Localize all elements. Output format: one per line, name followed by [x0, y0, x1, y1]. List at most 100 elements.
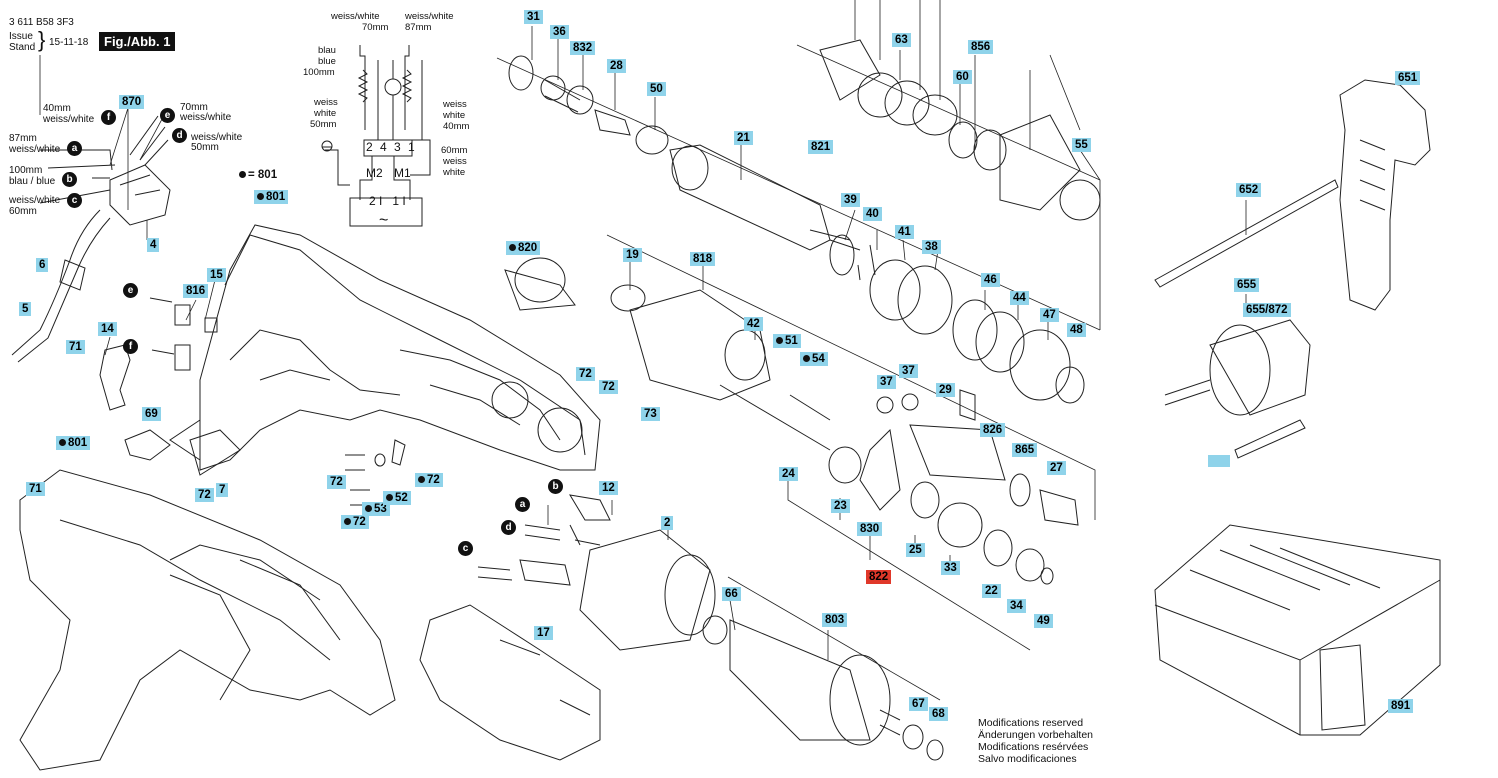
part-number: 3 611 B58 3F3 [9, 17, 74, 28]
part-callout: 820 [518, 242, 538, 254]
brace: } [38, 27, 46, 52]
part-callout: 72 [327, 475, 346, 489]
wiring-label: blau [318, 45, 336, 56]
issue-label: Issue [9, 31, 33, 42]
bullet-e: e [123, 283, 138, 298]
part-callout: 24 [779, 467, 798, 481]
part-callout: 21 [734, 131, 753, 145]
wire-label: 40mm [43, 103, 71, 114]
part-callout: 31 [524, 10, 543, 24]
wiring-label: white [443, 167, 466, 178]
bullet-d: d [172, 128, 187, 143]
notice-line: Modifications reserved [978, 717, 1084, 729]
part-callout-822: 822 [866, 570, 892, 584]
part-callout: 72 [195, 488, 214, 502]
part-callout: 6 [36, 258, 49, 272]
figure-label: Fig./Abb. 1 [99, 32, 176, 51]
wiring-label: white [314, 108, 337, 119]
wiring-diagram [321, 45, 431, 227]
impact-mechanism [508, 39, 1101, 251]
bullet-dot-icon [509, 244, 516, 251]
stand-label: Stand [9, 42, 36, 53]
part-callout-72: 72 [415, 473, 443, 487]
part-callout: 71 [66, 340, 85, 354]
part-callout: 25 [906, 543, 925, 557]
part-callout: 53 [374, 503, 387, 515]
wiring-label: 87mm [405, 22, 432, 33]
brush-holders [477, 494, 611, 586]
part-callout: 801 [266, 191, 286, 203]
part-callout-51: 51 [773, 334, 801, 348]
wiring-label: 40mm [443, 121, 470, 132]
part-callout: 66 [722, 587, 741, 601]
leader-lines [39, 0, 1247, 701]
part-callout: 72 [353, 516, 366, 528]
wiring-label: weiss [314, 97, 338, 108]
wiring-label: weiss [443, 156, 467, 167]
part-callout: 63 [892, 33, 911, 47]
bullet-dot-icon [365, 505, 372, 512]
part-callout: 870 [119, 95, 145, 109]
bullet-dot-icon [776, 337, 783, 344]
part-callout: 68 [929, 707, 948, 721]
part-callout: 67 [909, 697, 928, 711]
part-callout: 34 [1007, 599, 1026, 613]
notice-line: Salvo modificaciones [978, 753, 1077, 765]
wire-label: 70mm [180, 102, 208, 113]
bullet-dot-icon [59, 439, 66, 446]
part-callout: 4 [147, 238, 160, 252]
part-callout: 37 [899, 364, 918, 378]
part-callout: 818 [690, 252, 716, 266]
bullet-f: f [123, 339, 138, 354]
wire-label: weiss/white [43, 114, 95, 125]
part-callout: 71 [26, 482, 45, 496]
ac-symbol: ~ [379, 212, 389, 229]
legend-text: = 801 [248, 169, 278, 181]
issue-date: 15-11-18 [49, 37, 89, 48]
part-callout: 803 [822, 613, 848, 627]
terminal-numbers: 2 4 3 1 [366, 140, 417, 154]
part-callout: 39 [841, 193, 860, 207]
part-callout: 2 [661, 516, 674, 530]
wire-label: weiss/white [9, 144, 61, 155]
part-callout: 5 [19, 302, 32, 316]
part-callout: 72 [427, 474, 440, 486]
part-callout: 7 [216, 483, 229, 497]
bullet-e: e [160, 108, 175, 123]
part-callout: 40 [863, 207, 882, 221]
modifications-notice: Modifications reserved Änderungen vorbeh… [978, 717, 1093, 765]
part-callout: 47 [1040, 308, 1059, 322]
part-callout: 69 [142, 407, 161, 421]
bullet-b: b [62, 172, 77, 187]
wiring-label: blue [318, 56, 336, 67]
part-callout-820: 820 [506, 241, 541, 255]
motor-terminal-m2: M2 [366, 166, 383, 180]
bullet-d: d [501, 520, 516, 535]
part-callout: 891 [1388, 699, 1414, 713]
bullet-dot-icon [803, 355, 810, 362]
part-callout: 37 [877, 375, 896, 389]
wiring-label: 60mm [441, 145, 468, 156]
bullet-dot-icon [386, 494, 393, 501]
bullet-dot-icon [344, 518, 351, 525]
part-callout: 865 [1012, 443, 1038, 457]
wiring-label: white [443, 110, 466, 121]
gear-transmission [514, 234, 1085, 585]
wire-label: 50mm [191, 142, 219, 153]
wiring-label: weiss/white [331, 11, 380, 22]
part-callout-801: 801 [254, 190, 289, 204]
notice-line: Änderungen vorbehalten [978, 729, 1094, 741]
part-callout: 801 [68, 437, 88, 449]
wire-label: weiss/white [180, 112, 232, 123]
part-callout: 54 [812, 353, 825, 365]
part-callout: 12 [599, 481, 618, 495]
part-callout: 27 [1047, 461, 1066, 475]
bullet-f: f [101, 110, 116, 125]
part-callout: 832 [570, 41, 596, 55]
part-callout: 651 [1395, 71, 1421, 85]
bullet-c: c [458, 541, 473, 556]
assembled-drill [19, 469, 396, 771]
wiring-label: 70mm [362, 22, 389, 33]
part-callout-801: 801 [56, 436, 91, 450]
